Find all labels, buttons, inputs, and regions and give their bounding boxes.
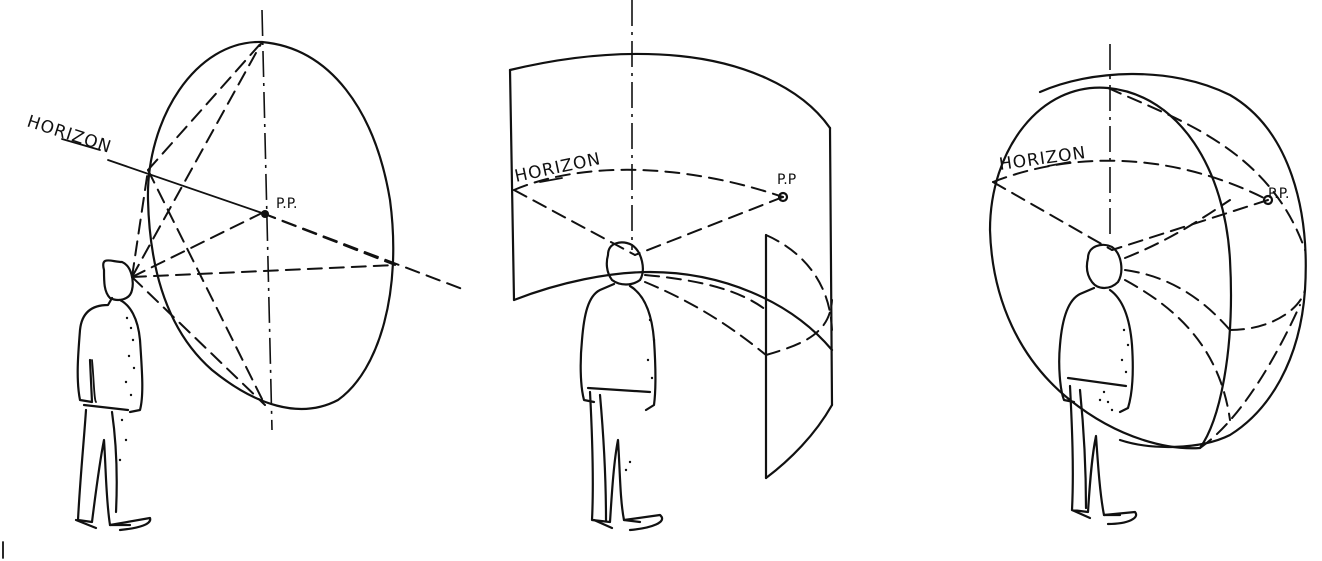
- sphere-back-rim: [1038, 72, 1307, 449]
- pp-label: P.P.: [276, 196, 297, 212]
- principal-point: [261, 210, 269, 218]
- panel-cylinder: P.P HORIZON: [508, 0, 834, 532]
- observer-figure: [1058, 243, 1138, 526]
- observer-figure: [579, 241, 664, 532]
- observer-figure: [74, 259, 152, 532]
- panel-sphere: P.P. HORIZON: [988, 44, 1307, 526]
- horizon-label: HORIZON: [513, 149, 603, 187]
- picture-plane-ellipse: [146, 40, 395, 411]
- cylinder-top-edge: [508, 52, 832, 130]
- principal-point: [1262, 194, 1274, 206]
- horizon-line: [992, 159, 1269, 201]
- pp-label: P.P: [777, 172, 796, 188]
- horizon-label: HORIZON: [998, 143, 1088, 175]
- horizon-label: HORIZON: [24, 112, 114, 158]
- vertical-axis: [261, 9, 273, 431]
- panel-flat-plane: P.P. HORIZON: [24, 9, 466, 532]
- horizon-line: [107, 159, 263, 214]
- horizon-line: [513, 168, 784, 198]
- pp-label: P.P.: [1268, 186, 1289, 202]
- principal-point: [777, 191, 789, 203]
